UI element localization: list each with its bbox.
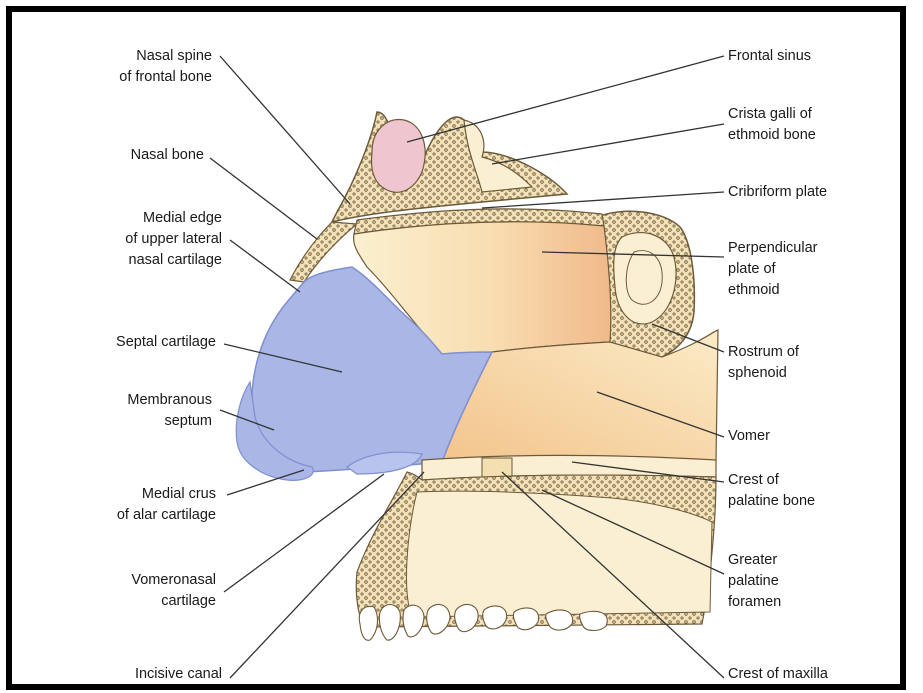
vomer-label: Vomer xyxy=(728,426,770,447)
frontal-sinus-label: Frontal sinus xyxy=(728,46,811,67)
leader-medial-edge xyxy=(230,240,300,292)
palatine-foramen-marker xyxy=(482,458,512,478)
perpendicular-label: Perpendicular plate of ethmoid xyxy=(728,238,817,301)
septal-cartilage-label: Septal cartilage xyxy=(116,332,216,353)
cribriform-label: Cribriform plate xyxy=(728,182,827,203)
figure-frame: Nasal spine of frontal bone Nasal bone M… xyxy=(6,6,906,690)
nasal-bone-label: Nasal bone xyxy=(131,145,204,166)
incisive-canal-label: Incisive canal xyxy=(135,664,222,685)
frontal-sinus xyxy=(372,120,426,193)
leader-nasal-spine xyxy=(220,56,350,204)
leader-frontal-sinus xyxy=(407,56,724,142)
leader-crista-galli xyxy=(492,124,724,164)
crista-galli-label: Crista galli of ethmoid bone xyxy=(728,104,816,146)
membranous-septum-label: Membranous septum xyxy=(127,390,212,432)
crest-maxilla-label: Crest of maxilla xyxy=(728,664,828,685)
frontal-bone xyxy=(332,112,567,222)
medial-crus-label: Medial crus of alar cartilage xyxy=(117,484,216,526)
greater-palatine-label: Greater palatine foramen xyxy=(728,550,781,613)
leader-nasal-bone xyxy=(210,158,317,239)
medial-edge-label: Medial edge of upper lateral nasal carti… xyxy=(125,208,222,271)
rostrum-label: Rostrum of sphenoid xyxy=(728,342,799,384)
nasal-spine-label: Nasal spine of frontal bone xyxy=(119,46,212,88)
vomeronasal-label: Vomeronasal cartilage xyxy=(131,570,216,612)
crest-palatine-label: Crest of palatine bone xyxy=(728,470,815,512)
